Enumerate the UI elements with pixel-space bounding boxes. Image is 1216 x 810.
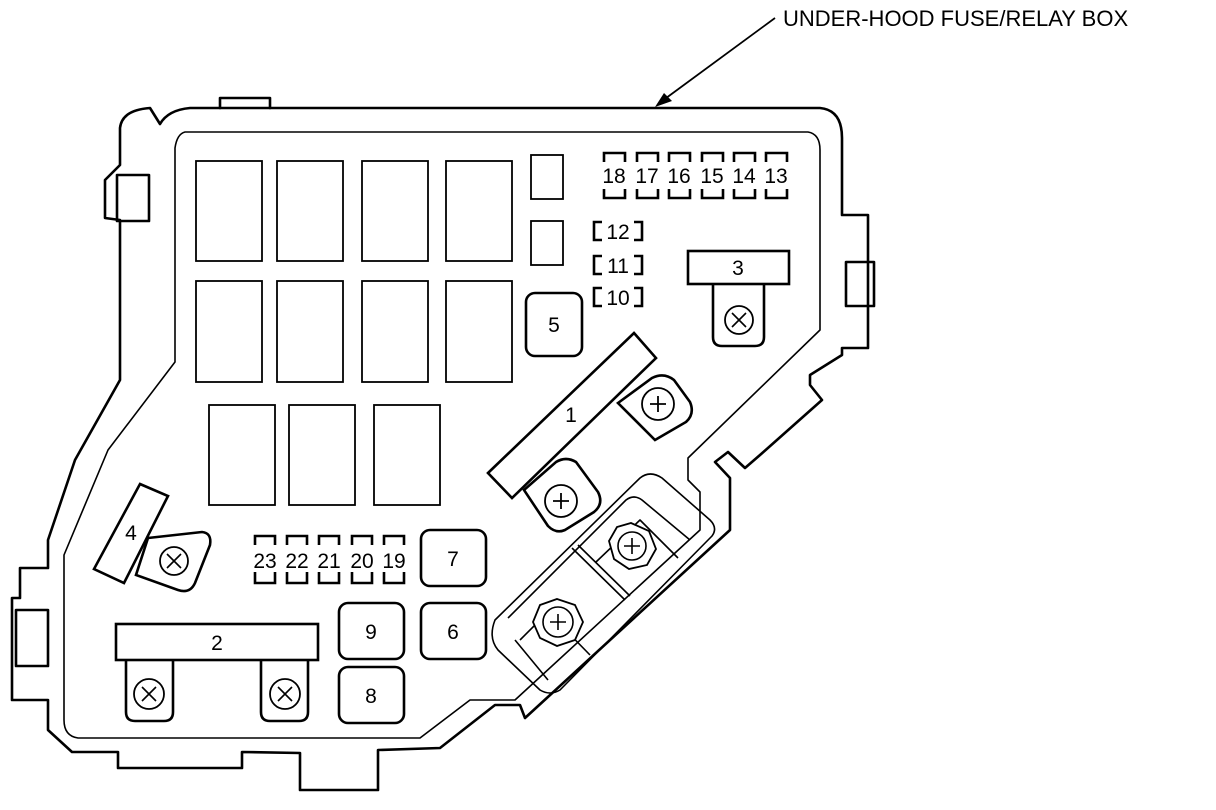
small-fuse-23: 23 [253, 534, 277, 585]
small-fuse-14: 14 [732, 151, 757, 200]
diode-socket [530, 220, 564, 266]
small-fuse-11: 11 [592, 254, 644, 278]
small-fuse-22: 22 [285, 534, 309, 585]
diagram-title: UNDER-HOOD FUSE/RELAY BOX [783, 6, 1128, 31]
relay-socket [361, 280, 429, 383]
small-fuse-15: 15 [700, 151, 725, 200]
small-fuse-row-top: 18 17 16 15 14 13 [602, 151, 789, 200]
svg-text:15: 15 [700, 165, 723, 188]
small-fuse-12: 12 [592, 220, 644, 244]
svg-text:4: 4 [125, 522, 137, 545]
svg-text:9: 9 [365, 621, 377, 644]
screw-terminal-icon [641, 387, 675, 421]
pointer-arrow-icon [655, 17, 776, 107]
svg-text:21: 21 [317, 550, 340, 573]
medium-fuse-8: 8 [337, 665, 406, 725]
svg-text:11: 11 [607, 255, 629, 278]
svg-text:10: 10 [606, 287, 629, 310]
svg-text:19: 19 [382, 550, 405, 573]
battery-terminal-block [491, 473, 716, 694]
svg-text:1: 1 [565, 404, 577, 427]
small-fuse-17: 17 [635, 151, 660, 200]
svg-text:6: 6 [447, 621, 459, 644]
small-fuse-row-bottom: 23 22 21 20 19 [253, 534, 406, 585]
bolt-terminal-icon [608, 522, 657, 570]
svg-text:16: 16 [667, 165, 690, 188]
svg-text:5: 5 [548, 314, 560, 337]
screw-terminal-icon [133, 678, 165, 710]
relay-socket [208, 404, 276, 506]
diode-socket [530, 154, 564, 200]
svg-text:12: 12 [606, 221, 629, 244]
relay-socket [195, 160, 263, 262]
medium-fuse-9: 9 [337, 601, 406, 661]
screw-terminal-icon [544, 484, 578, 518]
screw-terminal-icon [159, 546, 189, 576]
relay-sockets [195, 154, 564, 506]
small-fuse-13: 13 [764, 151, 789, 200]
small-fuse-18: 18 [602, 151, 627, 200]
small-fuse-10: 10 [592, 286, 644, 310]
svg-text:7: 7 [447, 548, 459, 571]
relay-socket [276, 280, 344, 383]
housing-clip-right [844, 260, 876, 308]
svg-text:20: 20 [350, 550, 373, 573]
relay-socket [276, 160, 344, 262]
small-fuse-20: 20 [350, 534, 374, 585]
relay-socket [445, 280, 513, 383]
svg-text:17: 17 [635, 165, 658, 188]
large-fuse-2: 2 [114, 622, 320, 723]
relay-socket [195, 280, 263, 383]
housing-inner [63, 131, 821, 739]
bolt-terminal-icon [532, 598, 584, 647]
medium-fuse-7: 7 [419, 528, 488, 588]
svg-text:8: 8 [365, 685, 377, 708]
large-fuse-1: 1 [486, 331, 694, 533]
svg-text:22: 22 [285, 550, 308, 573]
screw-terminal-icon [724, 305, 754, 335]
large-fuse-3: 3 [686, 249, 791, 348]
small-fuse-column-side: 12 11 10 [592, 220, 644, 310]
relay-socket [288, 404, 356, 506]
svg-text:18: 18 [602, 165, 625, 188]
medium-fuse-6: 6 [419, 601, 488, 661]
housing-clip-left-lower [14, 608, 50, 668]
svg-text:14: 14 [732, 165, 756, 188]
screw-terminal-icon [269, 678, 301, 710]
svg-text:23: 23 [253, 550, 276, 573]
small-fuse-16: 16 [667, 151, 692, 200]
relay-socket [373, 404, 441, 506]
svg-text:2: 2 [211, 632, 223, 655]
relay-socket [361, 160, 429, 262]
small-fuse-21: 21 [317, 534, 341, 585]
large-fuse-4: 4 [92, 482, 212, 593]
housing-clip-left-upper [115, 173, 151, 223]
svg-text:13: 13 [764, 165, 787, 188]
medium-fuse-5: 5 [524, 291, 584, 358]
relay-socket [445, 160, 513, 262]
small-fuse-19: 19 [382, 534, 406, 585]
housing-outer [10, 106, 870, 792]
svg-text:3: 3 [732, 257, 744, 280]
housing-top-tab [218, 96, 272, 110]
